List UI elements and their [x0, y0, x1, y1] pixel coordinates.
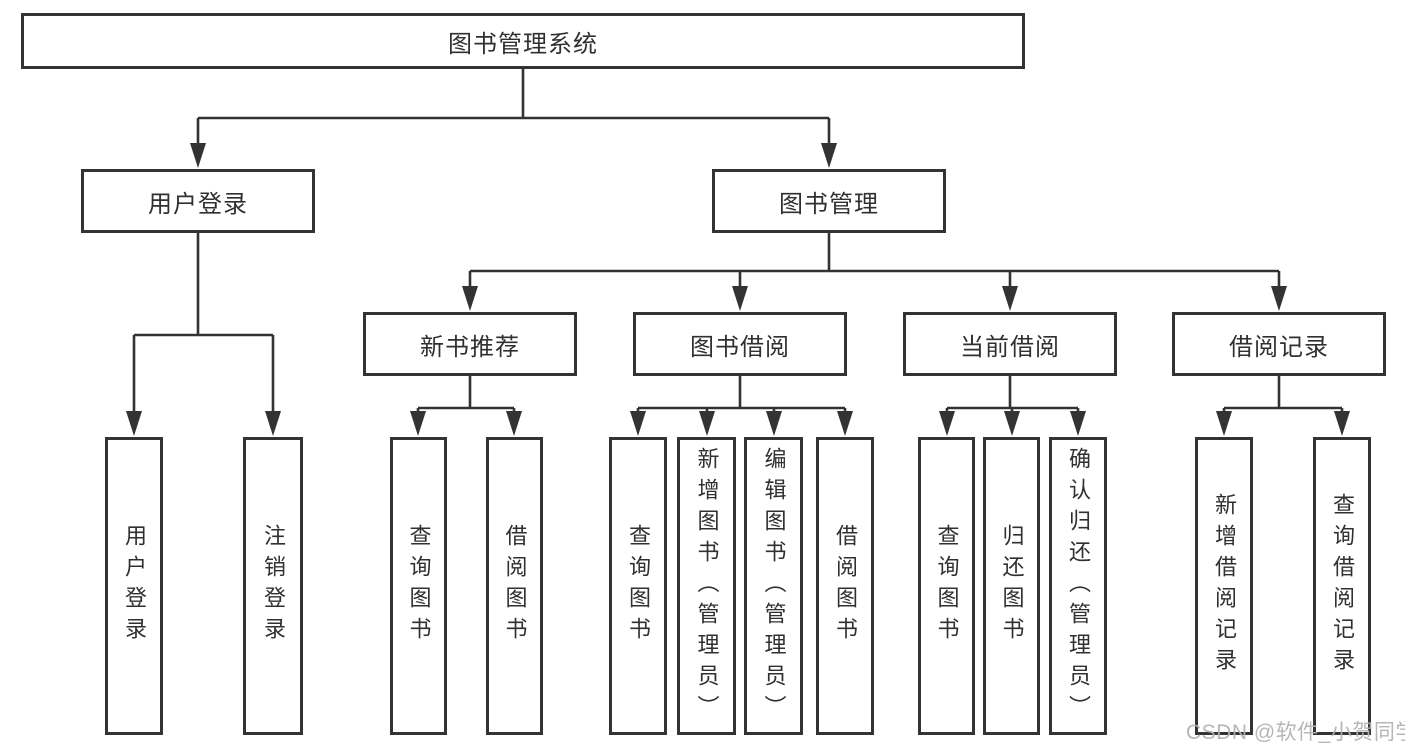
leaf-query-borrow-record-label: 查询借阅记录: [1330, 493, 1355, 679]
node-book-management-label: 图书管理: [779, 190, 879, 218]
leaf-user-login: 用户登录: [105, 437, 163, 735]
leaf-confirm-return-admin: 确认归还（管理员）: [1049, 437, 1107, 735]
leaf-add-book-admin-label: 新增图书（管理员）: [694, 446, 720, 726]
node-book-borrow-label: 图书借阅: [690, 333, 790, 361]
leaf-query-borrow-record: 查询借阅记录: [1313, 437, 1371, 735]
leaf-query-books-2: 查询图书: [609, 437, 667, 735]
node-user-login-label: 用户登录: [148, 190, 248, 218]
node-book-borrow: 图书借阅: [633, 312, 847, 376]
node-current-borrow-label: 当前借阅: [960, 333, 1060, 361]
node-library-system: 图书管理系统: [21, 13, 1025, 69]
leaf-query-books-1: 查询图书: [390, 437, 447, 735]
node-library-system-label: 图书管理系统: [448, 30, 598, 58]
leaf-borrow-books-1-label: 借阅图书: [502, 524, 528, 648]
node-current-borrow: 当前借阅: [903, 312, 1117, 376]
leaf-confirm-return-admin-label: 确认归还（管理员）: [1066, 446, 1091, 726]
node-borrow-records: 借阅记录: [1172, 312, 1386, 376]
leaf-return-book-label: 归还图书: [999, 524, 1025, 648]
arrowheads: [126, 143, 1350, 436]
node-book-management: 图书管理: [712, 169, 946, 233]
leaf-borrow-books-2: 借阅图书: [816, 437, 874, 735]
leaf-borrow-books-1: 借阅图书: [486, 437, 543, 735]
leaf-borrow-books-2-label: 借阅图书: [833, 524, 858, 648]
leaf-query-books-2-label: 查询图书: [626, 524, 651, 648]
leaf-edit-book-admin: 编辑图书（管理员）: [744, 437, 803, 735]
leaf-return-book: 归还图书: [983, 437, 1040, 735]
leaf-add-borrow-record-label: 新增借阅记录: [1212, 493, 1237, 679]
leaf-query-books-3: 查询图书: [918, 437, 975, 735]
node-borrow-records-label: 借阅记录: [1229, 333, 1329, 361]
node-user-login: 用户登录: [81, 169, 315, 233]
csdn-watermark: CSDN @软件_小贺同学: [1186, 721, 1405, 744]
leaf-user-login-label: 用户登录: [122, 524, 147, 648]
leaf-edit-book-admin-label: 编辑图书（管理员）: [761, 446, 787, 726]
node-new-book-recommend-label: 新书推荐: [420, 333, 520, 361]
leaf-add-borrow-record: 新增借阅记录: [1195, 437, 1253, 735]
leaf-query-books-1-label: 查询图书: [406, 524, 432, 648]
leaf-query-books-3-label: 查询图书: [934, 524, 960, 648]
node-new-book-recommend: 新书推荐: [363, 312, 577, 376]
leaf-logout: 注销登录: [243, 437, 303, 735]
leaf-add-book-admin: 新增图书（管理员）: [677, 437, 736, 735]
leaf-logout-label: 注销登录: [261, 524, 286, 648]
